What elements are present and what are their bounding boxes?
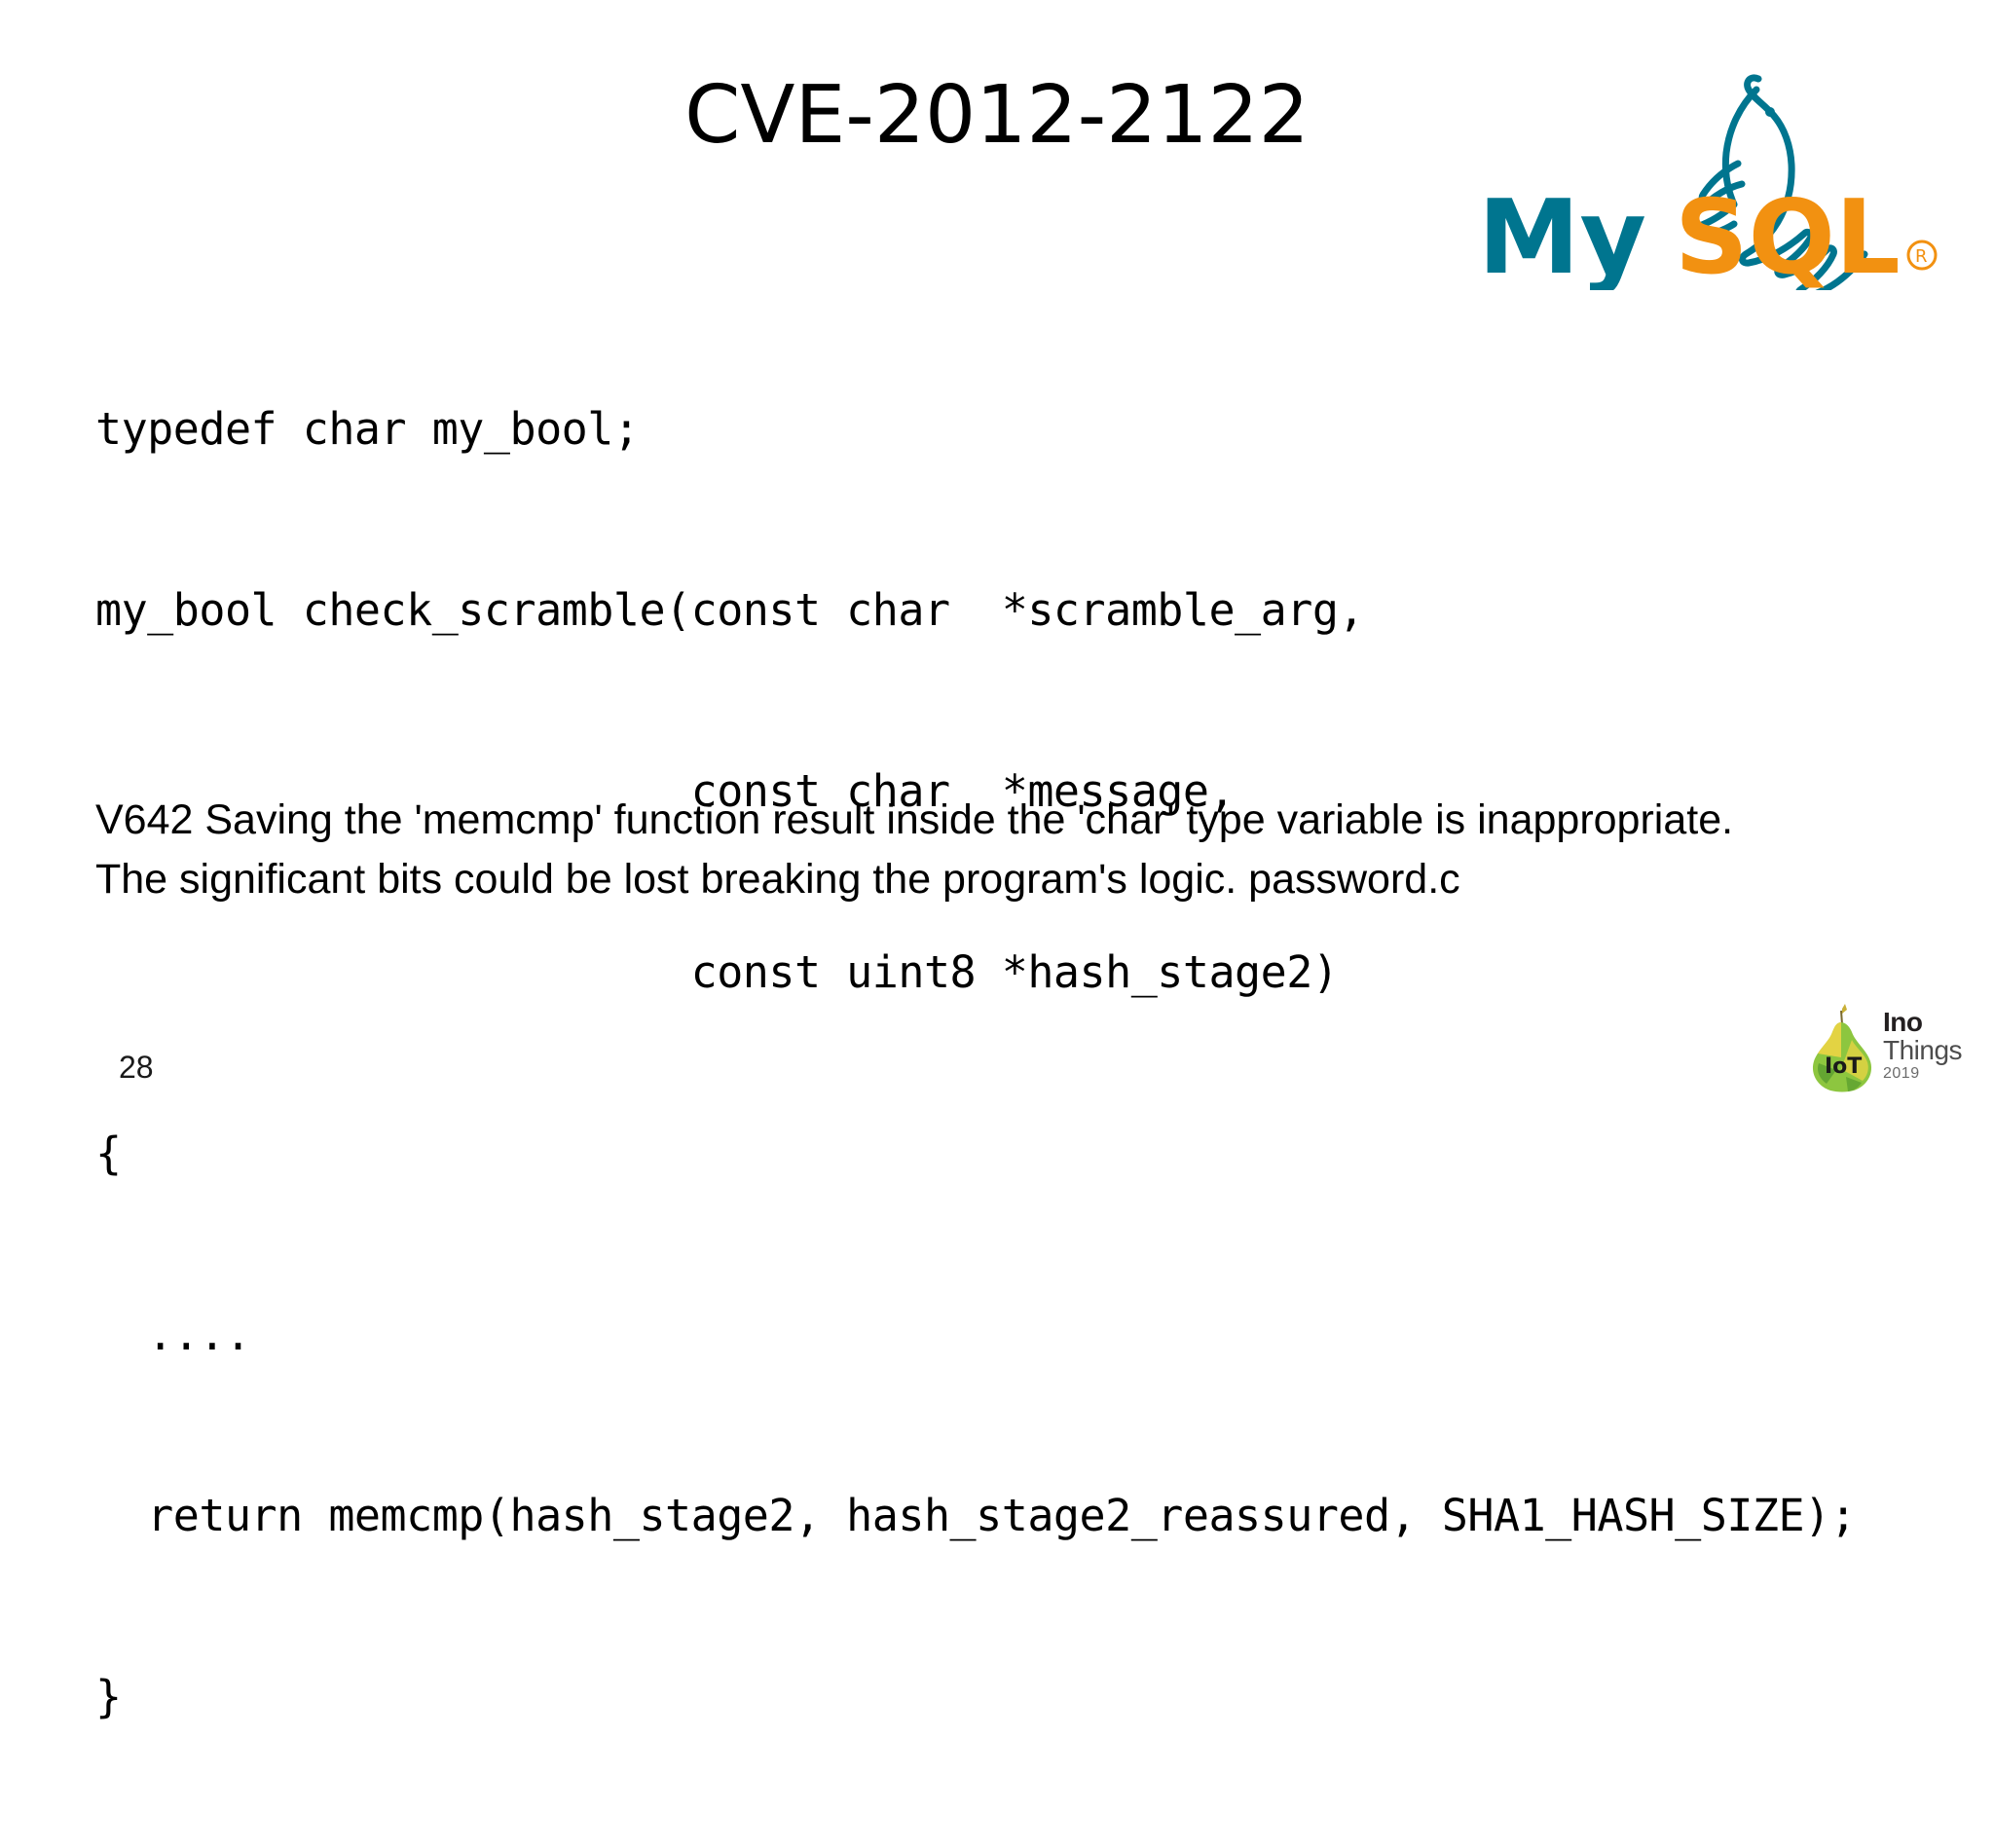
pear-iot-label: IoT bbox=[1825, 1054, 1862, 1079]
pear-icon: IoT bbox=[1803, 1003, 1877, 1096]
code-line: const uint8 *hash_stage2) bbox=[95, 946, 1339, 998]
code-line: typedef char my_bool; bbox=[95, 403, 640, 455]
inothings-wordmark: Ino Things 2019 bbox=[1883, 1009, 1973, 1083]
code-line: } bbox=[95, 1671, 122, 1722]
pear-stem-icon bbox=[1840, 1010, 1843, 1025]
code-line: const char *message, bbox=[95, 765, 1236, 817]
code-line: { bbox=[95, 1127, 122, 1179]
inothings-logo: IoT Ino Things 2019 bbox=[1803, 1003, 1971, 1098]
registered-trademark-icon bbox=[1906, 240, 1938, 271]
inothings-word-things: Things bbox=[1883, 1035, 1963, 1065]
analyzer-message-line: The significant bits could be lost break… bbox=[95, 856, 1460, 903]
mysql-dolphin-eye-icon bbox=[1765, 107, 1775, 117]
mysql-logo: My SQL R bbox=[1468, 47, 1955, 290]
mysql-wordmark-sql: SQL bbox=[1675, 178, 1901, 290]
mysql-wordmark-my: My bbox=[1478, 178, 1646, 290]
code-line: return memcmp(hash_stage2, hash_stage2_r… bbox=[95, 1490, 1857, 1541]
inothings-year: 2019 bbox=[1883, 1065, 1920, 1082]
slide-number: 28 bbox=[119, 1050, 154, 1085]
code-block: typedef char my_bool; my_bool check_scra… bbox=[95, 278, 1975, 1848]
pear-leaf-icon bbox=[1842, 1004, 1847, 1014]
inothings-word-ino: Ino bbox=[1883, 1007, 1923, 1037]
code-line: .... bbox=[95, 1309, 251, 1360]
code-line: my_bool check_scramble(const char *scram… bbox=[95, 584, 1365, 636]
svg-text:R: R bbox=[1915, 246, 1928, 267]
analyzer-message: V642 Saving the 'memcmp' function result… bbox=[95, 791, 1877, 909]
analyzer-message-line: V642 Saving the 'memcmp' function result… bbox=[95, 796, 1734, 843]
mysql-dolphin-icon bbox=[1689, 74, 1868, 290]
slide-canvas: CVE-2012-2122 My SQL R typedef char my_b… bbox=[95, 47, 1971, 1722]
page-title: CVE-2012-2122 bbox=[684, 69, 1310, 162]
